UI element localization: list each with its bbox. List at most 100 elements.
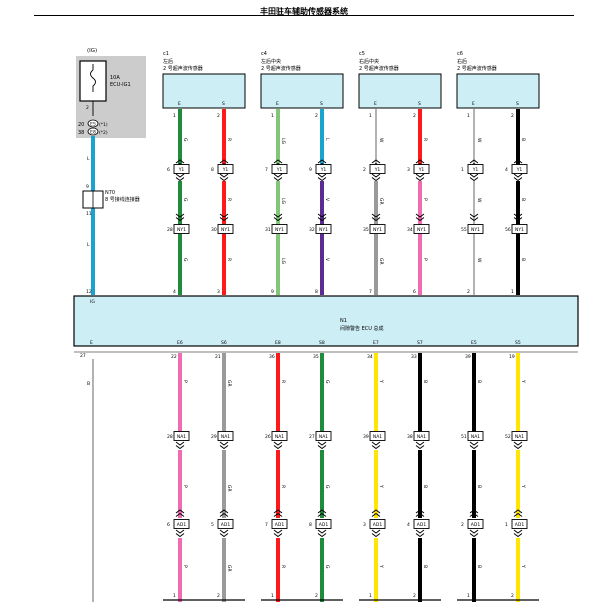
connector-chevron bbox=[317, 173, 327, 178]
ecu-pin: 34 bbox=[367, 354, 373, 360]
connector-chevron bbox=[273, 509, 283, 514]
wire-color-label: W bbox=[476, 138, 482, 143]
diagram-title: 丰田驻车辅助传感器系统 bbox=[260, 7, 348, 16]
connector-chevron bbox=[415, 529, 425, 534]
sensor-location: 右后中央 bbox=[359, 58, 379, 65]
wire-color-label: G bbox=[324, 565, 330, 569]
connector-chevron bbox=[219, 173, 229, 178]
connector-ad1-code: AD1 bbox=[471, 522, 481, 528]
sensor-pin: 1 bbox=[173, 113, 176, 119]
connector-chevron bbox=[219, 217, 229, 222]
ecu-pin: 22 bbox=[171, 354, 177, 360]
connector-chevron bbox=[371, 441, 381, 446]
conn1-oval bbox=[87, 119, 99, 128]
connector-chevron bbox=[219, 441, 229, 446]
connector-ad1-box bbox=[413, 519, 430, 529]
connector-chevron bbox=[273, 512, 283, 517]
connector-chevron bbox=[273, 533, 283, 538]
connector-ad1-pin: 7 bbox=[265, 522, 268, 528]
wire-color-label: G bbox=[324, 485, 330, 489]
wire-color-label: L bbox=[324, 138, 330, 141]
ecu-pin: 3 bbox=[217, 289, 220, 295]
connector-ad1-code: AD1 bbox=[373, 522, 383, 528]
sensor-name: 2 号超声波传感器 bbox=[261, 65, 301, 72]
connector-na1-box bbox=[467, 431, 484, 441]
wire-color-label: W bbox=[476, 258, 482, 263]
connector-chevron bbox=[175, 512, 185, 517]
connector-chevron bbox=[317, 159, 327, 164]
wire-color-label: LG bbox=[280, 198, 286, 205]
connector-na1-code: NA1 bbox=[471, 434, 480, 440]
wire-color-label: GR bbox=[226, 485, 232, 492]
connector-na1-box bbox=[413, 431, 430, 441]
connector-ny1-box bbox=[369, 224, 386, 234]
connector-na1-code: NA1 bbox=[417, 434, 426, 440]
connector-ad1-box bbox=[511, 519, 528, 529]
connector-chevron bbox=[273, 173, 283, 178]
sensor-location: 左后中央 bbox=[261, 58, 281, 65]
connector-chevron bbox=[469, 533, 479, 538]
connector-na1-code: NA1 bbox=[275, 434, 284, 440]
wire-color-label: Y bbox=[378, 564, 384, 568]
sensor-box bbox=[260, 73, 344, 109]
connector-y1-code: Y1 bbox=[516, 167, 523, 173]
connector-na1-pin: 52 bbox=[505, 434, 511, 440]
ecu-pin: 2 bbox=[467, 289, 470, 295]
connector-y1-code: Y1 bbox=[472, 167, 479, 173]
connector-y1-pin: 3 bbox=[407, 167, 410, 173]
sensor-name: 2 号超声波传感器 bbox=[457, 65, 497, 72]
connector-ad1-pin: 1 bbox=[505, 522, 508, 528]
connector-y1-code: Y1 bbox=[178, 167, 185, 173]
sensor-code: c5 bbox=[359, 51, 365, 57]
connector-chevron bbox=[317, 213, 327, 218]
connector-chevron bbox=[513, 177, 523, 182]
conn1-note: (*1) bbox=[99, 122, 108, 128]
connector-chevron bbox=[219, 529, 229, 534]
connector-ny1-pin: 35 bbox=[363, 227, 369, 233]
connector-ny1-pin: 55 bbox=[461, 227, 467, 233]
sensor-pin: 1 bbox=[271, 593, 274, 599]
connector-chevron bbox=[317, 509, 327, 514]
connector-ny1-code: NY1 bbox=[221, 227, 230, 233]
connector-na1-code: NA1 bbox=[221, 434, 230, 440]
connector-y1-pin: 6 bbox=[167, 167, 170, 173]
connector-na1-box bbox=[271, 431, 288, 441]
connector-chevron bbox=[513, 173, 523, 178]
connector-ad1-box bbox=[271, 519, 288, 529]
ecu-pin: 39 bbox=[465, 354, 471, 360]
connector-y1-box bbox=[315, 164, 332, 174]
connector-chevron bbox=[175, 533, 185, 538]
connector-chevron bbox=[219, 177, 229, 182]
ecu-pin: 6 bbox=[413, 289, 416, 295]
ecu-ig-pin: 12 bbox=[86, 289, 92, 295]
connector-y1-pin: 8 bbox=[211, 167, 214, 173]
connector-chevron bbox=[175, 529, 185, 534]
ecu-code: N1 bbox=[340, 318, 347, 324]
conn2-oval bbox=[87, 127, 99, 136]
connector-chevron bbox=[219, 512, 229, 517]
connector-chevron bbox=[415, 509, 425, 514]
connector-ny1-code: NY1 bbox=[319, 227, 328, 233]
wire-color-label: B bbox=[476, 485, 482, 488]
connector-y1-pin: 7 bbox=[265, 167, 268, 173]
connector-y1-box bbox=[413, 164, 430, 174]
connector-ad1-pin: 6 bbox=[167, 522, 170, 528]
sensor-terminal: E bbox=[178, 101, 181, 107]
wire-color-label: GR bbox=[378, 258, 384, 265]
ecu-terminal: S6 bbox=[221, 340, 227, 346]
connector-ad1-box bbox=[173, 519, 190, 529]
connector-chevron bbox=[415, 441, 425, 446]
connector-y1-pin: 9 bbox=[309, 167, 312, 173]
connector-y1-box bbox=[369, 164, 386, 174]
connector-ad1-box bbox=[217, 519, 234, 529]
sensor-pin: 2 bbox=[511, 593, 514, 599]
connector-y1-code: Y1 bbox=[276, 167, 283, 173]
wire-color-label: B bbox=[520, 258, 526, 261]
connector-chevron bbox=[469, 217, 479, 222]
connector-ny1-box bbox=[315, 224, 332, 234]
wire-color-label: Y bbox=[520, 379, 526, 383]
connector-ny1-box bbox=[173, 224, 190, 234]
connector-chevron bbox=[175, 217, 185, 222]
connector-na1-box bbox=[369, 431, 386, 441]
ig-label: (IG) bbox=[87, 48, 97, 54]
